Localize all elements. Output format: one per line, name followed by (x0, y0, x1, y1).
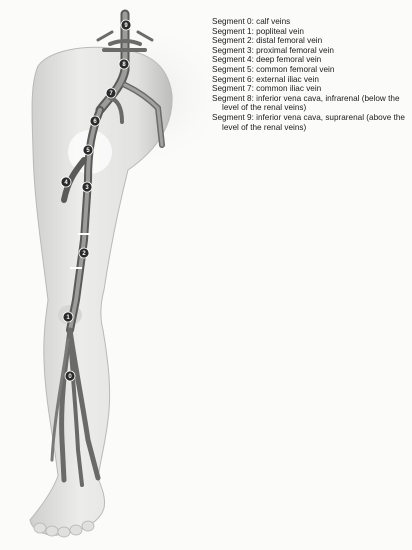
legend-item-segment-7: Segment 7: common iliac vein (212, 84, 408, 94)
segment-marker-5: 5 (83, 145, 93, 155)
leg-outline (30, 47, 172, 535)
legend-item-segment-9: Segment 9: inferior vena cava, suprarena… (212, 113, 408, 132)
segment-marker-2: 2 (79, 248, 89, 258)
segment-marker-9: 9 (121, 20, 131, 30)
segment-marker-8: 8 (119, 59, 129, 69)
segment-marker-3: 3 (82, 182, 92, 192)
legend-item-segment-3: Segment 3: proximal femoral vein (212, 46, 408, 56)
legend-item-segment-6: Segment 6: external iliac vein (212, 75, 408, 85)
segment-marker-7: 7 (106, 88, 116, 98)
segment-marker-4: 4 (61, 177, 71, 187)
segment-marker-0: 0 (65, 371, 75, 381)
legend-item-segment-1: Segment 1: popliteal vein (212, 27, 408, 37)
segment-marker-6: 6 (90, 116, 100, 126)
legend-item-segment-4: Segment 4: deep femoral vein (212, 55, 408, 65)
legend-item-segment-5: Segment 5: common femoral vein (212, 65, 408, 75)
legend-item-segment-8: Segment 8: inferior vena cava, infrarena… (212, 94, 408, 113)
segment-legend: Segment 0: calf veins Segment 1: poplite… (212, 17, 408, 132)
legend-item-segment-0: Segment 0: calf veins (212, 17, 408, 27)
segment-marker-1: 1 (63, 312, 73, 322)
legend-item-segment-2: Segment 2: distal femoral vein (212, 36, 408, 46)
